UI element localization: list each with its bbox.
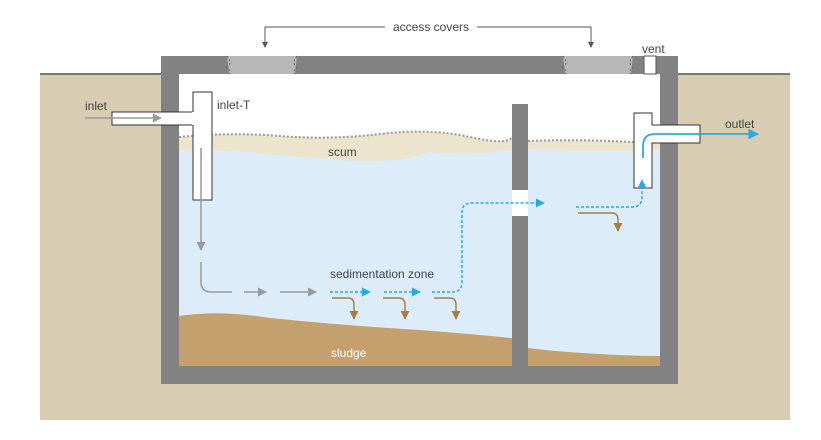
settling-arrow-1 xyxy=(332,297,359,320)
access-covers-label: access covers xyxy=(393,20,469,34)
sedimentation-zone-label: sedimentation zone xyxy=(330,267,434,281)
access-covers-arrow-left xyxy=(262,42,268,48)
access-cover-left-edge-b xyxy=(293,55,298,75)
inlet-pipe xyxy=(111,91,213,201)
blue-flow-outlet-rise xyxy=(576,179,647,208)
vent-label: vent xyxy=(642,42,665,56)
gray-flow-turn xyxy=(200,262,232,293)
blue-flow-rise xyxy=(432,198,545,293)
sludge-label: sludge xyxy=(331,346,367,360)
sludge-layer-right xyxy=(528,348,660,366)
scum-layer-left xyxy=(179,131,512,161)
scum-crust-left xyxy=(178,130,513,143)
inlet-label: inlet xyxy=(85,99,108,113)
blue-flow-through-outlet xyxy=(642,128,760,158)
vent-pipe xyxy=(643,55,657,75)
scum-layer-right xyxy=(528,140,660,151)
access-cover-right-edge-a xyxy=(562,55,567,75)
scum-label: scum xyxy=(328,145,357,159)
inlet-t-label: inlet-T xyxy=(217,98,251,112)
settling-arrow-4 xyxy=(578,212,623,232)
access-cover-left xyxy=(227,56,297,74)
access-covers-label-bg xyxy=(385,18,477,36)
settling-arrow-2 xyxy=(383,297,410,320)
access-covers-arrow-right xyxy=(588,42,594,48)
access-cover-right xyxy=(563,56,633,74)
sludge-layer-left xyxy=(179,313,512,366)
access-cover-right-edge-b xyxy=(629,55,634,75)
baffle-wall-upper xyxy=(512,104,528,190)
settling-arrow-3 xyxy=(434,297,461,320)
access-cover-left-edge-a xyxy=(226,55,231,75)
baffle-wall-lower xyxy=(512,216,528,366)
outlet-label: outlet xyxy=(725,117,755,131)
scum-crust-right xyxy=(527,139,660,143)
